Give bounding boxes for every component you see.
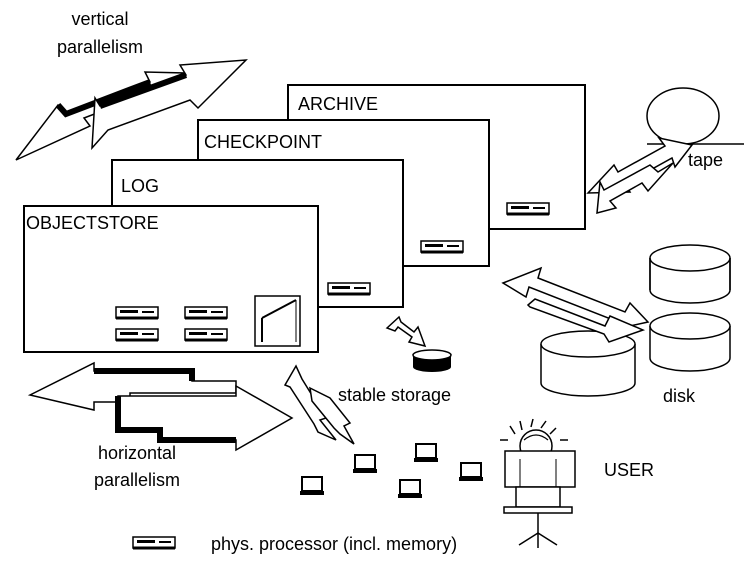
layer-objectstore-label: OBJECTSTORE bbox=[26, 213, 159, 233]
processor-icon bbox=[505, 201, 551, 216]
processor-icon bbox=[183, 327, 229, 342]
storage-panel-icon bbox=[254, 295, 301, 347]
disk-cylinder-icon bbox=[540, 330, 636, 397]
layer-objectstore: OBJECTSTORE bbox=[23, 205, 319, 353]
processor-icon bbox=[419, 239, 465, 254]
laptop-icon bbox=[299, 476, 325, 496]
disk-arrows bbox=[501, 266, 650, 343]
processor-icon bbox=[114, 327, 160, 342]
vertical-parallelism-label-line1: vertical bbox=[71, 9, 128, 29]
laptop-icon bbox=[458, 462, 484, 482]
tape-drum-icon bbox=[646, 87, 744, 145]
horizontal-parallelism-label-line1: horizontal bbox=[98, 443, 176, 463]
tape-arrows bbox=[586, 136, 694, 214]
horizontal-parallelism-arrows bbox=[27, 361, 294, 452]
layer-archive-label: ARCHIVE bbox=[298, 94, 378, 114]
processor-icon bbox=[114, 305, 160, 320]
disk-cylinder-icon bbox=[649, 312, 731, 372]
layer-log-label: LOG bbox=[121, 176, 159, 196]
layer-checkpoint-label: CHECKPOINT bbox=[204, 132, 322, 152]
stable-storage-arrows bbox=[385, 315, 427, 348]
user-label: USER bbox=[604, 460, 654, 480]
user-at-workstation-icon bbox=[500, 418, 576, 548]
laptop-icon bbox=[352, 454, 378, 474]
laptop-icon bbox=[397, 479, 423, 499]
processor-icon bbox=[183, 305, 229, 320]
stable-storage-disk-icon bbox=[412, 349, 452, 372]
network-arrows bbox=[283, 364, 355, 445]
stable-storage-label: stable storage bbox=[338, 385, 451, 405]
vertical-parallelism-label-line2: parallelism bbox=[57, 37, 143, 57]
disk-cylinder-icon bbox=[649, 244, 731, 304]
legend: phys. processor (incl. memory) bbox=[131, 534, 457, 554]
processor-legend-icon bbox=[131, 535, 177, 550]
horizontal-parallelism-label-line2: parallelism bbox=[94, 470, 180, 490]
tape-label: tape bbox=[688, 150, 723, 170]
legend-label: phys. processor (incl. memory) bbox=[211, 534, 457, 554]
laptop-icon bbox=[413, 443, 439, 463]
vertical-parallelism-arrows bbox=[15, 59, 248, 161]
processor-icon bbox=[326, 281, 372, 296]
disk-label: disk bbox=[663, 386, 696, 406]
